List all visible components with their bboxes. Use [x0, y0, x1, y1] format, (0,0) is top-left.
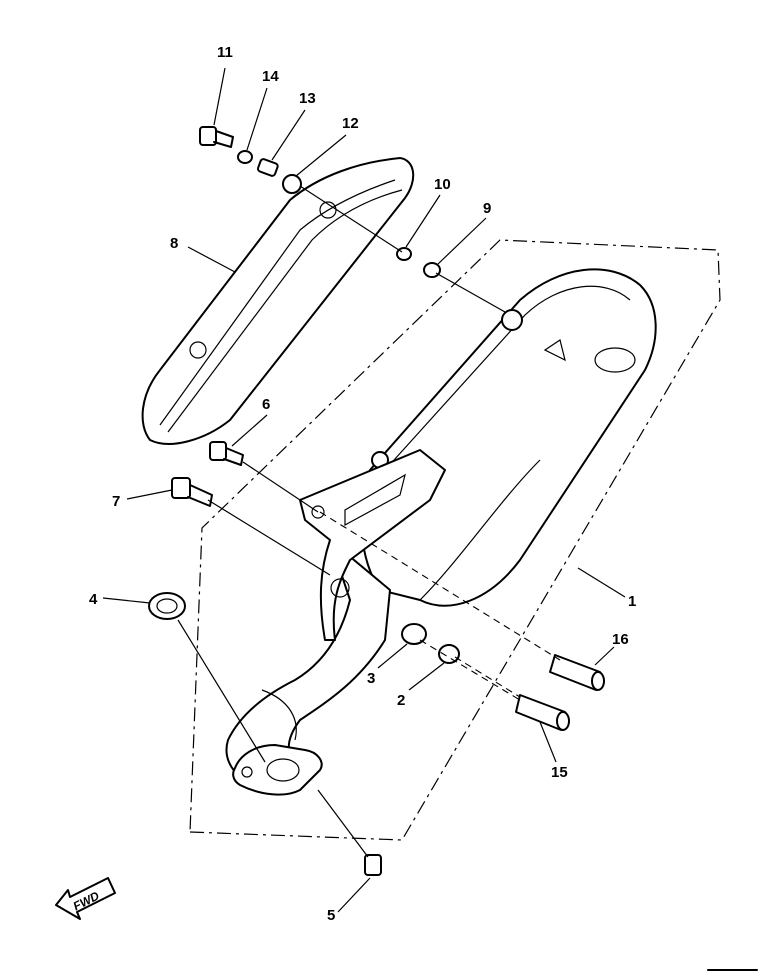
callout-15: 15 [551, 764, 568, 781]
callout-4: 4 [89, 591, 98, 608]
nut-3 [401, 623, 427, 645]
heat-protector [141, 157, 415, 445]
muffler-body [360, 268, 657, 607]
callout-9: 9 [483, 200, 491, 217]
callout-5: 5 [327, 907, 335, 924]
callout-12: 12 [342, 115, 359, 132]
gasket-4 [148, 592, 186, 620]
callout-7: 7 [112, 493, 120, 510]
spacer-15 [515, 694, 570, 731]
nut-2 [438, 644, 460, 664]
forward-direction-arrow-icon [55, 877, 116, 920]
bolt-7 [171, 477, 213, 507]
collar-13 [256, 158, 279, 177]
grommet-12 [282, 174, 302, 194]
callout-6: 6 [262, 396, 270, 413]
callout-16: 16 [612, 631, 629, 648]
fwd-label: FWD [71, 888, 102, 913]
bolt-6 [209, 441, 244, 466]
callout-10: 10 [434, 176, 451, 193]
spacer-16 [549, 654, 605, 691]
callout-11: 11 [217, 44, 233, 61]
callout-14: 14 [262, 68, 279, 85]
bolt-11 [199, 126, 234, 148]
stud-5 [364, 854, 382, 876]
callout-2: 2 [397, 692, 405, 709]
washer-9 [423, 262, 441, 278]
callout-3: 3 [367, 670, 375, 687]
exhaust-pipe [225, 539, 391, 786]
assembly-boundary [189, 239, 721, 841]
exhaust-flange [232, 744, 323, 796]
muffler-bracket [299, 449, 446, 641]
callout-1: 1 [628, 593, 636, 610]
callout-13: 13 [299, 90, 316, 107]
washer-14 [237, 150, 253, 164]
callout-8: 8 [170, 235, 178, 252]
